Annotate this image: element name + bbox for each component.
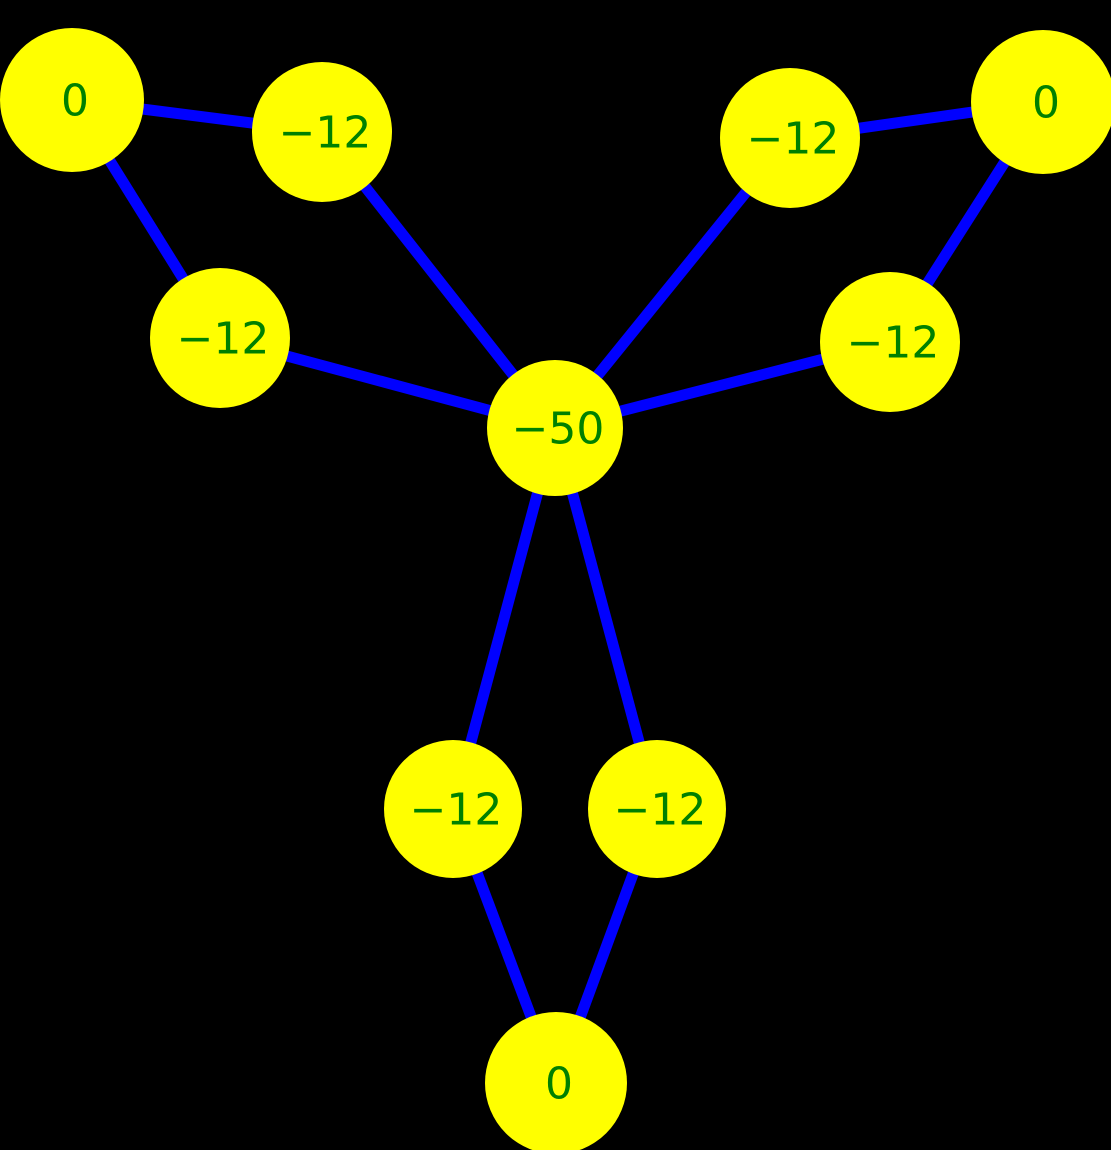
graph-node-label: −12 [747,114,840,165]
graph-node[interactable]: −12 [820,272,960,412]
graph-node-label: −12 [614,785,707,836]
graph-node-circle[interactable] [384,740,522,878]
graph-node-label: 0 [61,76,89,127]
graph-node[interactable]: 0 [0,28,144,172]
graph-node-circle[interactable] [487,360,623,496]
graph-node[interactable]: −12 [384,740,522,878]
graph-node[interactable]: 0 [485,1012,627,1150]
graph-node-label: 0 [1032,78,1060,129]
graph-node-circle[interactable] [820,272,960,412]
graph-node[interactable]: −12 [720,68,860,208]
graph-node-label: −12 [847,318,940,369]
graph-node-circle[interactable] [252,62,392,202]
graph-node[interactable]: −50 [487,360,623,496]
node-layer: 0 −12 −12 −50 −12 0 −12 −12 −12 0 [0,28,1111,1150]
graph-node[interactable]: 0 [971,30,1111,174]
graph-node[interactable]: −12 [150,268,290,408]
graph-node-circle[interactable] [588,740,726,878]
graph-node-label: 0 [545,1059,573,1110]
graph-node-label: −12 [177,314,270,365]
graph-node[interactable]: −12 [252,62,392,202]
graph-node[interactable]: −12 [588,740,726,878]
graph-node-label: −12 [410,785,503,836]
graph-node-circle[interactable] [971,30,1111,174]
graph-node-circle[interactable] [150,268,290,408]
graph-node-label: −50 [512,404,605,455]
graph-node-circle[interactable] [0,28,144,172]
graph-node-circle[interactable] [720,68,860,208]
graph-node-label: −12 [279,108,372,159]
graph-node-circle[interactable] [485,1012,627,1150]
